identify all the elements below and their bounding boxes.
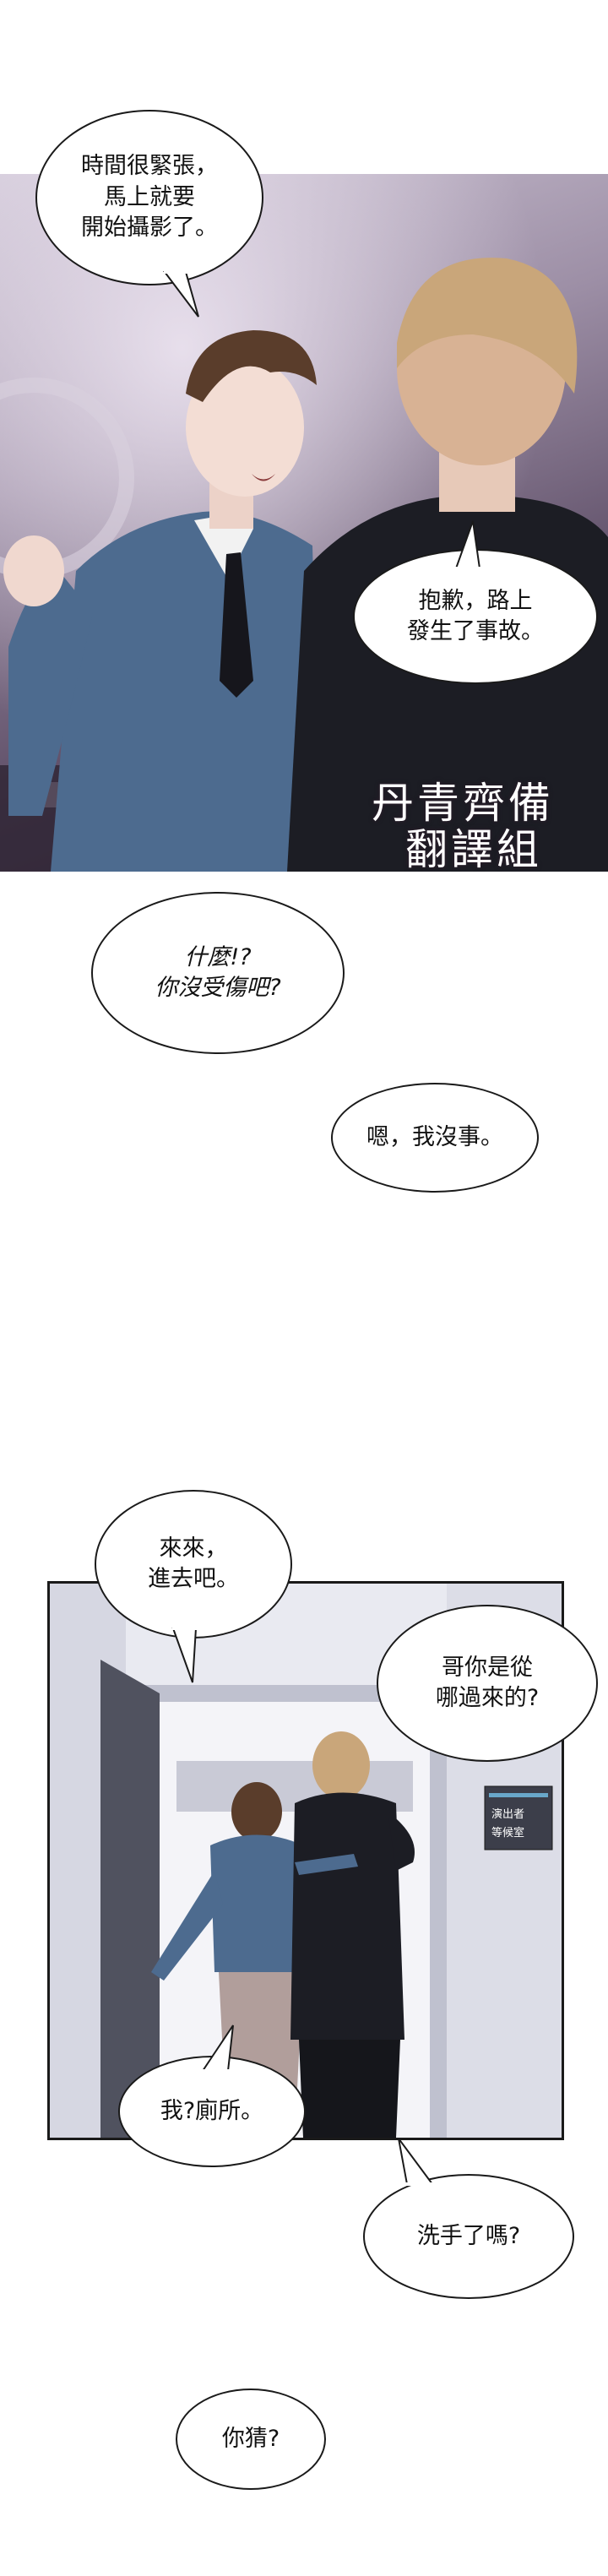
blue-suit-man-raised-arm xyxy=(8,571,93,816)
blue-suit-man-face xyxy=(186,358,304,497)
speech-bubble-tail xyxy=(201,2024,234,2073)
blue-suit-man-head-back xyxy=(231,1782,282,1841)
speech-bubble-time-tight: 時間很緊張， 馬上就要 開始攝影了。 xyxy=(35,110,263,285)
hug-arm xyxy=(295,1854,358,1875)
blue-suit-man-back xyxy=(210,1834,307,1972)
speech-bubble-tail xyxy=(454,520,481,570)
speech-bubble-accident: 抱歉，路上 發生了事故。 xyxy=(353,549,598,684)
speech-bubble-are-you-hurt: 什麼!? 你沒受傷吧? xyxy=(91,892,345,1054)
blonde-man-arm xyxy=(388,1812,415,1871)
speech-bubble-come-in: 來來， 進去吧。 xyxy=(95,1490,292,1639)
panel-office-conversation: 丹青齊備 翻譯組 xyxy=(0,174,608,872)
watermark-line-1: 丹青齊備 xyxy=(372,779,554,828)
speech-bubble-where-from: 哥你是從 哪過來的? xyxy=(377,1605,598,1762)
blue-suit-man-fist xyxy=(3,535,64,606)
blue-suit-man-body xyxy=(51,511,321,872)
blonde-man-legs xyxy=(299,2040,400,2138)
speech-bubble-tail xyxy=(171,1627,198,1683)
door-sign-text-2: 等候室 xyxy=(491,1827,525,1840)
open-door-panel xyxy=(100,1660,160,2138)
door-sign-accent xyxy=(489,1793,548,1797)
blonde-man-head-back xyxy=(312,1731,370,1799)
speech-bubble-restroom: 我?廁所。 xyxy=(118,2056,306,2167)
blonde-man-back xyxy=(290,1792,404,2040)
door-sign-text-1: 演出者 xyxy=(491,1808,525,1821)
speech-bubble-tail xyxy=(162,270,199,318)
speech-bubble-washed-hands: 洗手了嗎? xyxy=(363,2174,574,2299)
speech-bubble-tail xyxy=(398,2138,434,2186)
watermark-line-2: 翻譯組 xyxy=(405,825,542,872)
speech-bubble-guess: 你猜? xyxy=(176,2389,326,2490)
panel1-illustration xyxy=(0,174,608,872)
speech-bubble-im-fine: 嗯，我沒事。 xyxy=(331,1083,539,1193)
blue-suit-man-mouth xyxy=(252,474,275,481)
blue-suit-man-arm xyxy=(151,1871,223,1981)
blonde-man-hair xyxy=(397,258,578,394)
blue-suit-man-hair xyxy=(186,330,317,402)
blue-suit-man-tie xyxy=(220,552,253,698)
panel2-illustration xyxy=(50,1584,562,2138)
